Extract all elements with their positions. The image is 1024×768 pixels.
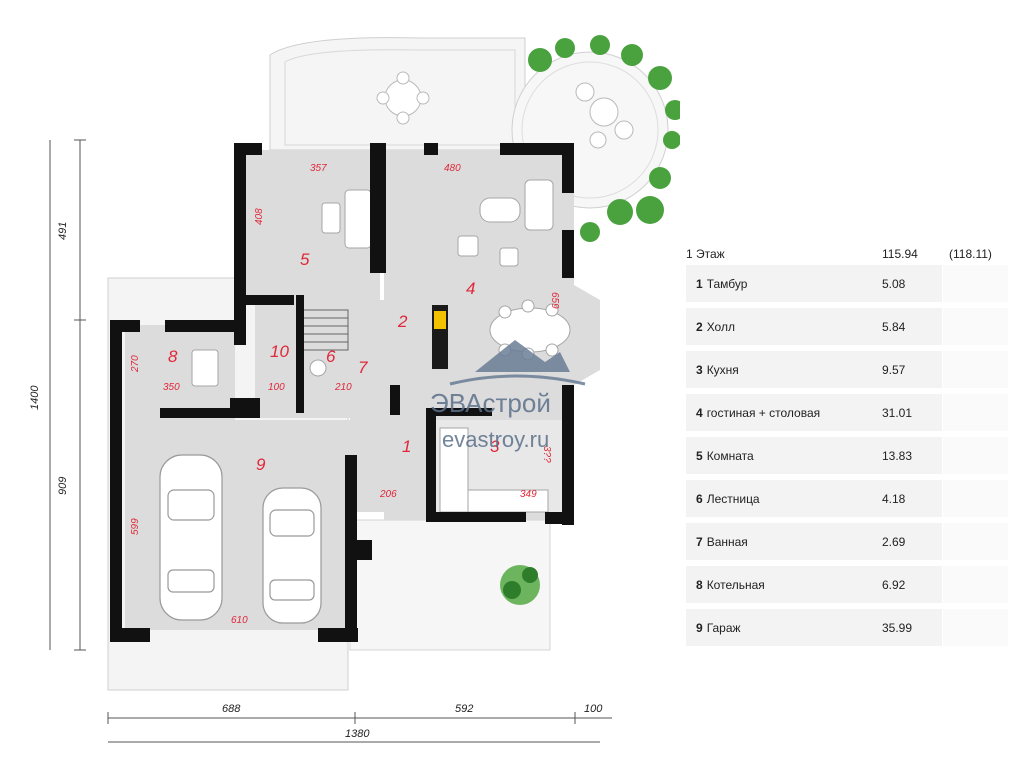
dim-357: 357 bbox=[310, 163, 327, 174]
outer-dim-bottom-right: 100 bbox=[584, 703, 603, 715]
dim-100: 100 bbox=[268, 382, 285, 393]
room-name: Котельная bbox=[706, 577, 765, 592]
dim-408: 408 bbox=[254, 208, 265, 225]
room-area-alt bbox=[942, 351, 1008, 388]
staircase bbox=[299, 309, 349, 351]
dim-210: 210 bbox=[334, 382, 352, 393]
room-number: 8 bbox=[696, 577, 703, 592]
room-label-2: 2 bbox=[397, 312, 408, 331]
room-number: 6 bbox=[696, 491, 703, 506]
dim-659: 659 bbox=[549, 292, 560, 309]
watermark-logo-icon bbox=[475, 340, 570, 372]
room-area-alt bbox=[942, 265, 1008, 302]
watermark: ЭВАстрой evastroy.ru bbox=[430, 340, 586, 452]
room-label-7: 7 bbox=[358, 358, 368, 377]
dim-610: 610 bbox=[231, 615, 248, 626]
room-area: 9.57 bbox=[882, 362, 906, 377]
walls bbox=[110, 143, 574, 642]
room-area-alt bbox=[942, 609, 1008, 646]
outer-dim-bottom-mid: 592 bbox=[455, 703, 473, 715]
room-area-alt bbox=[942, 437, 1008, 474]
outer-dim-bottom-total: 1380 bbox=[345, 728, 370, 740]
room-number: 7 bbox=[696, 534, 703, 549]
dim-349: 349 bbox=[520, 489, 537, 500]
room-name: Комната bbox=[706, 448, 754, 463]
dim-350: 350 bbox=[163, 382, 180, 393]
floor-plan: 1 2 3 4 5 6 7 8 9 10 357 480 408 659 270… bbox=[29, 35, 680, 743]
room-area: 35.99 bbox=[882, 620, 913, 635]
floor-title: 1 Этаж bbox=[686, 247, 725, 261]
room-area: 4.18 bbox=[882, 491, 906, 506]
dim-270: 270 bbox=[130, 355, 141, 373]
floor-total: 115.94 bbox=[882, 247, 918, 261]
watermark-name: ЭВАстрой bbox=[430, 388, 551, 418]
room-area-alt bbox=[942, 566, 1008, 603]
room-label-5: 5 bbox=[300, 250, 310, 269]
dim-480: 480 bbox=[444, 163, 461, 174]
room-label-6: 6 bbox=[326, 347, 336, 366]
room-area: 2.69 bbox=[882, 534, 906, 549]
room-area: 5.08 bbox=[882, 276, 906, 291]
room-area-alt bbox=[942, 394, 1008, 431]
room-label-9: 9 bbox=[256, 455, 266, 474]
outer-dimension-lines bbox=[49, 139, 612, 743]
garage-cars bbox=[159, 454, 322, 624]
fireplace-fire bbox=[434, 311, 446, 329]
dim-3xx: 3?? bbox=[541, 446, 552, 463]
room-label-10: 10 bbox=[270, 342, 289, 361]
room-area: 31.01 bbox=[882, 405, 913, 420]
outer-dim-left-total: 1400 bbox=[29, 385, 41, 410]
room-name: Тамбур bbox=[706, 276, 748, 291]
room-label-1: 1 bbox=[402, 437, 411, 456]
floor-total-alt: (118.11) bbox=[942, 243, 1008, 265]
outer-dim-bottom-left: 688 bbox=[222, 703, 241, 715]
room-area-alt bbox=[942, 308, 1008, 345]
outdoor-furniture bbox=[376, 71, 634, 149]
inner-dimensions: 357 480 408 659 270 350 100 210 206 349 … bbox=[130, 163, 560, 626]
room-number: 9 bbox=[696, 620, 703, 635]
outer-dim-left-bottom: 909 bbox=[57, 477, 69, 495]
dim-206: 206 bbox=[379, 489, 397, 500]
room-number: 5 bbox=[696, 448, 703, 463]
room-name: Лестница bbox=[706, 491, 760, 506]
room-label-4: 4 bbox=[466, 279, 475, 298]
dim-599: 599 bbox=[130, 518, 141, 535]
watermark-site: evastroy.ru bbox=[442, 427, 549, 452]
room-name: Кухня bbox=[706, 362, 739, 377]
room-name: гостиная + столовая bbox=[706, 405, 821, 420]
room-area-alt bbox=[942, 523, 1008, 560]
room-area: 5.84 bbox=[882, 319, 906, 334]
room-number: 1 bbox=[696, 276, 703, 291]
room-area-alt bbox=[942, 480, 1008, 517]
room-number: 2 bbox=[696, 319, 703, 334]
room-number: 4 bbox=[696, 405, 703, 420]
room-name: Гараж bbox=[706, 620, 741, 635]
table-header: 1 Этаж 115.94 (118.11) bbox=[686, 243, 1008, 265]
room-name: Холл bbox=[706, 319, 735, 334]
room-area: 6.92 bbox=[882, 577, 906, 592]
room-label-3: 3 bbox=[490, 437, 500, 456]
room-number: 3 bbox=[696, 362, 703, 377]
room-name: Ванная bbox=[706, 534, 748, 549]
room-label-8: 8 bbox=[168, 347, 178, 366]
outer-dim-left-top: 491 bbox=[57, 222, 69, 240]
room-area: 13.83 bbox=[882, 448, 913, 463]
